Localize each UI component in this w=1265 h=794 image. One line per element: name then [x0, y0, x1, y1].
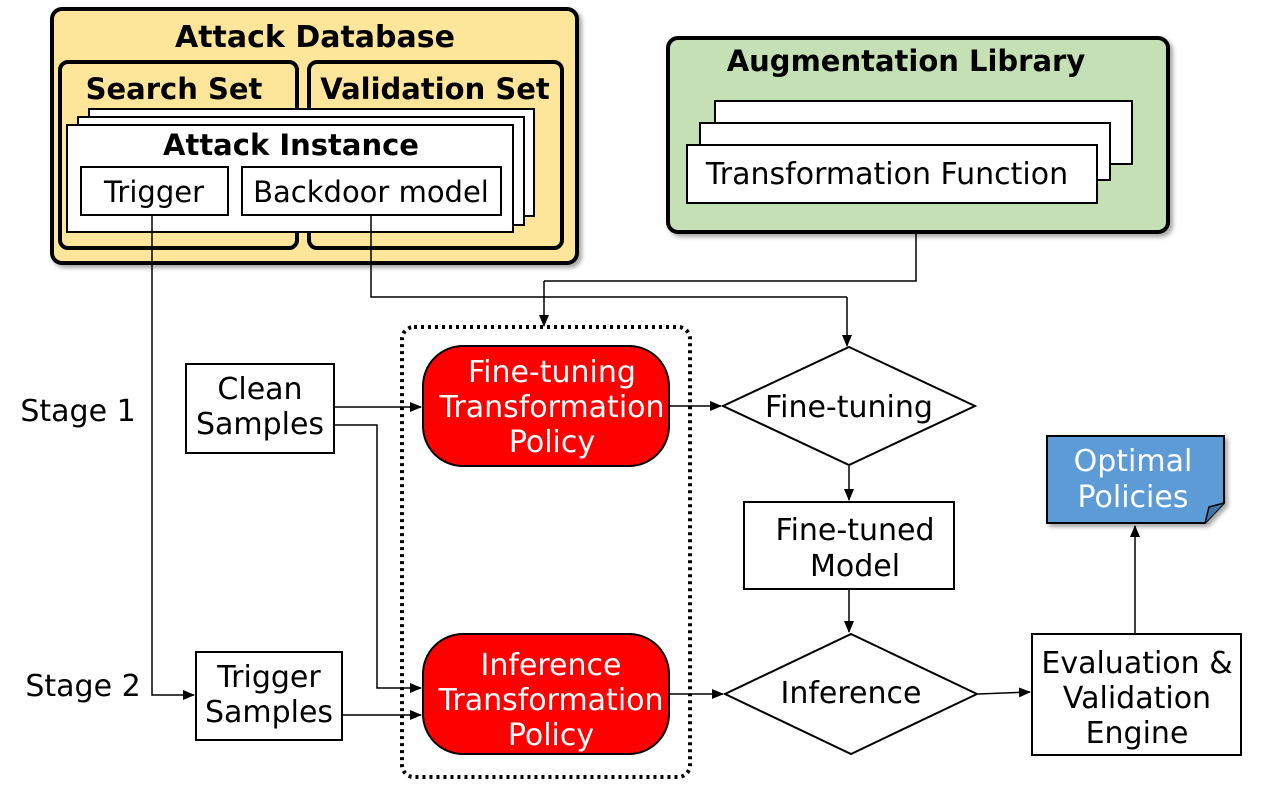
trigger-samples-box: Trigger Samples — [195, 651, 343, 741]
arrow-inference-to-evaluation — [977, 687, 1031, 698]
fine-tuning-policy-line-3: Policy — [509, 425, 595, 460]
optimal-policies-output: Optimal Policies — [1046, 435, 1225, 524]
stage-2-label: Stage 2 — [25, 669, 140, 704]
inference-policy-line-2: Transformation — [437, 683, 663, 718]
inference-diamond: Inference — [722, 632, 980, 756]
transformation-function-box — [686, 144, 1098, 204]
attack-database-title: Attack Database — [175, 20, 455, 55]
evaluation-engine-box: Evaluation & Validation Engine — [1031, 633, 1242, 756]
fine-tuning-policy: Fine-tuning Transformation Policy — [422, 345, 670, 467]
evaluation-engine-line-2: Validation — [1063, 681, 1211, 716]
fine-tuned-model-line-2: Model — [810, 549, 900, 584]
trigger-label: Trigger — [103, 175, 204, 209]
connectors — [151, 216, 1140, 720]
fine-tuned-model-box: Fine-tuned Model — [743, 501, 955, 590]
clean-samples-line-1: Clean — [217, 372, 302, 407]
augmentation-library-title: Augmentation Library — [727, 44, 1086, 78]
transformation-function-label: Transformation Function — [705, 157, 1068, 192]
line-backdoor-model-down — [370, 216, 847, 298]
fine-tuned-model-line-1: Fine-tuned — [776, 513, 935, 548]
fine-tuning-diamond: Fine-tuning — [720, 345, 978, 467]
optimal-policies-line-1: Optimal — [1074, 444, 1193, 479]
backdoor-model-box — [241, 166, 502, 216]
trigger-samples-line-2: Samples — [205, 695, 333, 730]
clean-samples-box: Clean Samples — [185, 363, 335, 454]
inference-policy: Inference Transformation Policy — [422, 633, 670, 755]
search-set-label: Search Set — [86, 72, 263, 106]
attack-database: Attack Database Search Set Validation Se… — [50, 7, 579, 265]
clean-samples-line-2: Samples — [196, 407, 324, 442]
inference-policy-line-3: Policy — [508, 718, 594, 753]
evaluation-engine-line-3: Engine — [1086, 716, 1189, 751]
inference-label: Inference — [781, 676, 922, 711]
validation-set-label: Validation Set — [320, 72, 550, 106]
fine-tuning-label: Fine-tuning — [765, 390, 933, 425]
line-augmentation-library-down — [544, 232, 917, 282]
optimal-policies-line-2: Policies — [1078, 480, 1189, 515]
trigger-box — [80, 166, 229, 216]
fine-tuning-policy-line-1: Fine-tuning — [468, 355, 636, 390]
attack-instance-label: Attack Instance — [163, 128, 419, 162]
inference-policy-line-1: Inference — [481, 648, 622, 683]
fine-tuning-policy-line-2: Transformation — [438, 390, 664, 425]
backdoor-model-label: Backdoor model — [253, 175, 489, 209]
stage-1-label: Stage 1 — [20, 394, 135, 429]
evaluation-engine-line-1: Evaluation & — [1041, 646, 1232, 681]
augmentation-library: Augmentation Library Transformation Func… — [666, 36, 1170, 234]
arrow-trigger-to-trigger-samples — [151, 216, 195, 700]
arrow-clean-samples-to-inf-policy — [335, 424, 422, 693]
trigger-samples-line-1: Trigger — [216, 660, 321, 695]
